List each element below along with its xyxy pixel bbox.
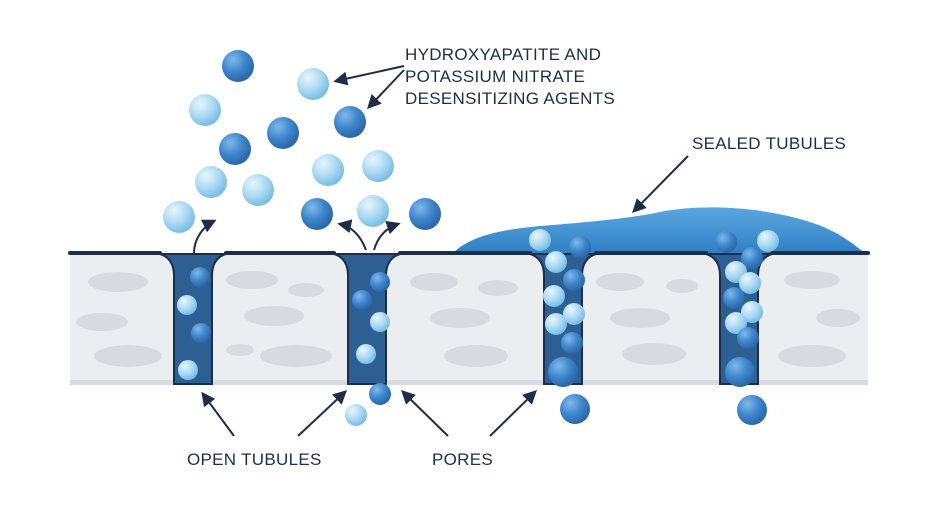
particle <box>529 229 551 251</box>
particle <box>569 236 591 258</box>
free-particles <box>163 50 441 233</box>
particle <box>560 394 590 424</box>
flow-arrow-mid-right <box>373 220 401 251</box>
agents-label-line-3: DESENSITIZING AGENTS <box>405 89 616 108</box>
particle <box>267 117 299 149</box>
particle <box>178 360 198 380</box>
particle <box>301 198 333 230</box>
particle <box>369 383 391 405</box>
particle <box>191 323 211 343</box>
open-tubules-label: OPEN TUBULES <box>187 450 322 469</box>
particle <box>190 267 210 287</box>
dentin-texture <box>76 271 860 367</box>
particle <box>219 133 251 165</box>
agents-label-line-1: HYDROXYAPATITE AND <box>405 45 602 64</box>
particle <box>725 312 747 334</box>
particle <box>739 272 761 294</box>
particle <box>362 150 394 182</box>
particle <box>357 195 389 227</box>
flow-arrows <box>193 219 401 254</box>
tubule-1 <box>159 253 227 385</box>
particle <box>242 174 274 206</box>
particle <box>545 251 567 273</box>
particle <box>563 269 585 291</box>
particle <box>195 166 227 198</box>
arrow-to-sealant <box>632 155 689 213</box>
particle <box>715 231 737 253</box>
particle <box>345 404 367 426</box>
flow-arrow-left <box>193 219 217 254</box>
particle <box>177 295 197 315</box>
particle <box>725 357 755 387</box>
pore-particles <box>345 383 767 426</box>
particle <box>222 50 254 82</box>
dentin-bottom-edge <box>70 380 868 385</box>
arrow-to-particle-b <box>367 69 405 110</box>
particle <box>723 287 745 309</box>
particle <box>370 272 390 292</box>
flow-arrow-mid-left <box>337 219 367 251</box>
particle <box>545 313 567 335</box>
particle <box>563 303 585 325</box>
particle <box>356 344 376 364</box>
particle <box>312 154 344 186</box>
particle <box>543 285 565 307</box>
particle <box>757 230 779 252</box>
arrow-pore-2 <box>489 390 538 437</box>
tubule-particles-sealed <box>529 229 779 387</box>
particle <box>163 201 195 233</box>
arrow-open-tubule-1 <box>201 391 235 437</box>
sealant-layer <box>452 207 866 254</box>
particle <box>561 332 583 354</box>
desensitizing-agents-label: HYDROXYAPATITE AND POTASSIUM NITRATE DES… <box>405 44 615 110</box>
arrow-pore-1 <box>400 390 449 437</box>
particle <box>189 94 221 126</box>
particle <box>334 106 366 138</box>
particle <box>548 357 578 387</box>
particle <box>409 198 441 230</box>
particle <box>297 68 329 100</box>
particle <box>741 301 763 323</box>
arrow-to-particle-a <box>333 65 405 86</box>
particle <box>737 395 767 425</box>
particle <box>741 247 763 269</box>
pores-label: PORES <box>432 450 494 469</box>
sealed-tubules-label: SEALED TUBULES <box>692 134 847 153</box>
arrow-open-tubule-2 <box>297 390 348 437</box>
particle <box>352 290 372 310</box>
agents-label-line-2: POTASSIUM NITRATE <box>405 67 586 86</box>
tubule-particles-open <box>177 267 390 380</box>
particle <box>737 327 759 349</box>
particle <box>370 312 390 332</box>
callout-arrows <box>201 65 689 437</box>
